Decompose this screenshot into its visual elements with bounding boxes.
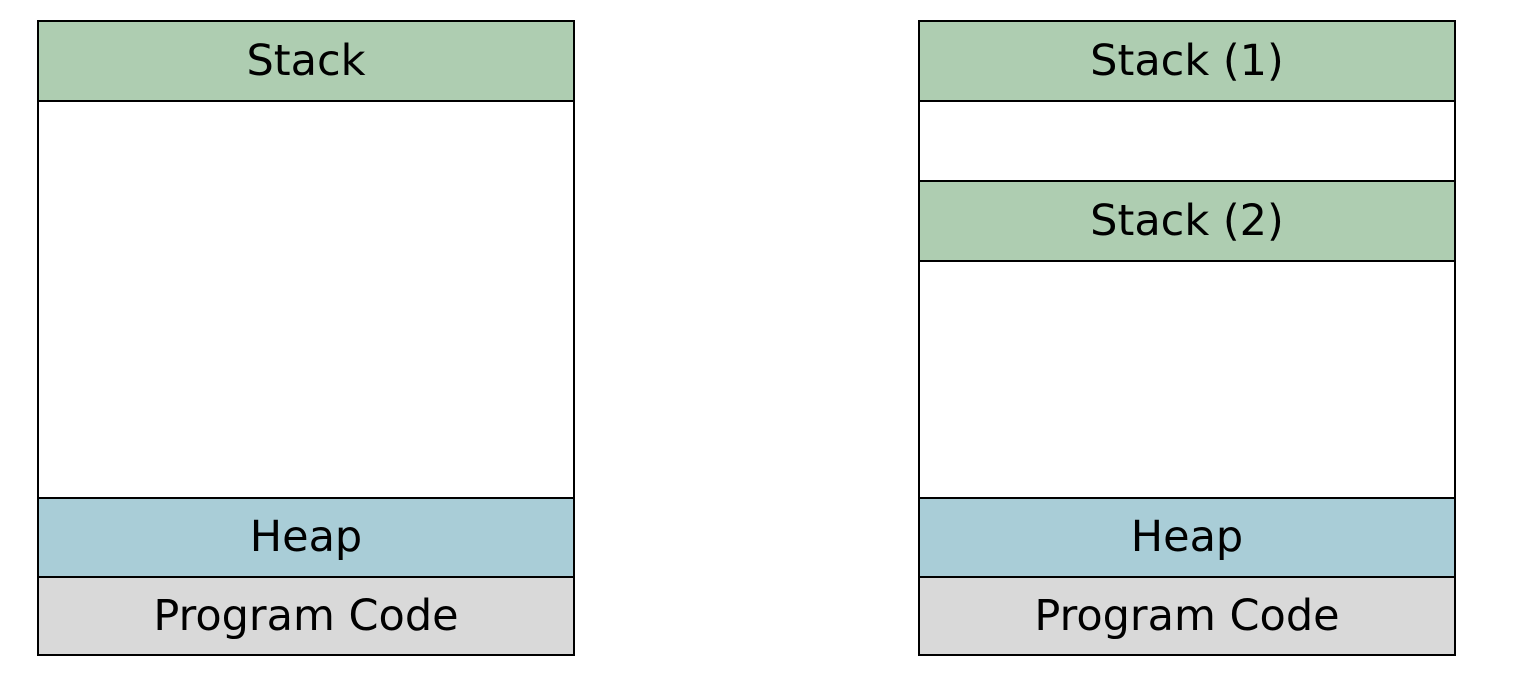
heap-label: Heap xyxy=(1130,512,1244,562)
heap-segment: Heap xyxy=(39,499,573,578)
heap-label: Heap xyxy=(249,512,363,562)
program-code-segment: Program Code xyxy=(39,578,573,654)
single-thread-address-space: Stack Heap Program Code xyxy=(37,20,575,656)
stack-2-segment: Stack (2) xyxy=(920,182,1454,262)
heap-segment: Heap xyxy=(920,499,1454,578)
stack-1-segment: Stack (1) xyxy=(920,22,1454,102)
stack-segment: Stack xyxy=(39,22,573,102)
stack-label: Stack xyxy=(246,35,366,86)
free-space-segment xyxy=(39,102,573,499)
stack-1-label: Stack (1) xyxy=(1090,35,1284,86)
stack-2-label: Stack (2) xyxy=(1090,195,1284,246)
multi-thread-address-space: Stack (1) Stack (2) Heap Program Code xyxy=(918,20,1456,656)
free-space-segment xyxy=(920,262,1454,499)
program-code-segment: Program Code xyxy=(920,578,1454,654)
program-code-label: Program Code xyxy=(153,590,459,641)
program-code-label: Program Code xyxy=(1034,590,1340,641)
free-space-gap-segment xyxy=(920,102,1454,182)
